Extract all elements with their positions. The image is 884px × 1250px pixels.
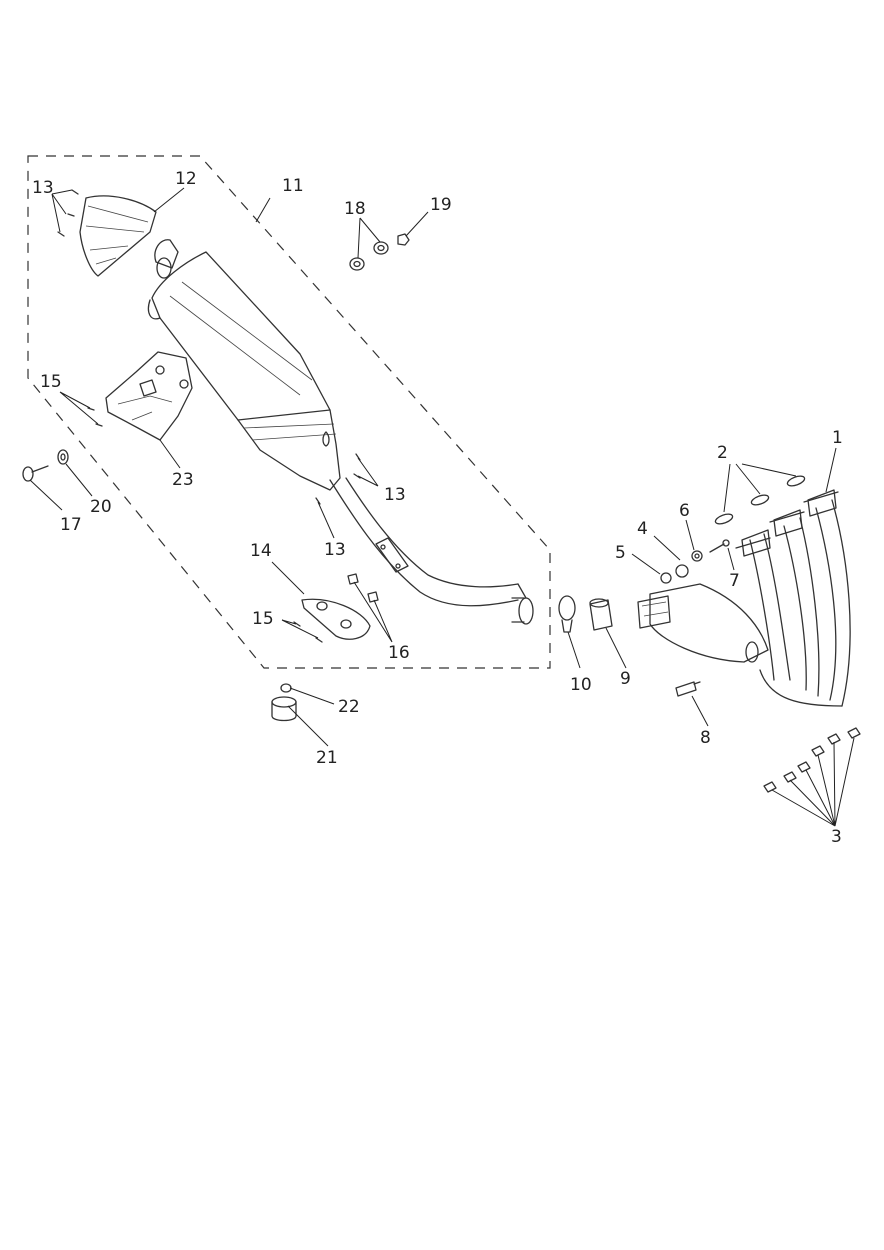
callout-23: 23 — [172, 470, 194, 490]
callout-6: 6 — [679, 501, 690, 521]
washer — [57, 449, 69, 465]
nut — [397, 233, 410, 246]
callout-12: 12 — [175, 169, 197, 189]
spring-clip — [280, 683, 292, 693]
leader-lines — [29, 187, 855, 827]
callout-14: 14 — [250, 541, 272, 561]
callout-9: 9 — [620, 669, 631, 689]
callout-3: 3 — [831, 827, 842, 847]
assembly-boundary — [27, 155, 551, 669]
callout-13-right: 13 — [384, 485, 406, 505]
callout-2: 2 — [717, 443, 728, 463]
callout-16: 16 — [388, 643, 410, 663]
callout-15-upper: 15 — [40, 372, 62, 392]
lambda-sensor — [675, 681, 701, 697]
callout-7: 7 — [729, 571, 740, 591]
clamp — [558, 595, 576, 633]
callout-18: 18 — [344, 199, 366, 219]
callout-19: 19 — [430, 195, 452, 215]
callout-20: 20 — [90, 497, 112, 517]
header-nuts — [763, 727, 861, 793]
callout-10: 10 — [570, 675, 592, 695]
silencer — [147, 239, 534, 625]
callout-4: 4 — [637, 519, 648, 539]
header-pipes — [637, 489, 851, 707]
callout-13-lower: 13 — [324, 540, 346, 560]
grommet — [271, 696, 297, 722]
callout-1: 1 — [832, 428, 843, 448]
callout-21: 21 — [316, 748, 338, 768]
clips — [347, 573, 379, 603]
callout-8: 8 — [700, 728, 711, 748]
callout-15-lower: 15 — [252, 609, 274, 629]
callout-5: 5 — [615, 543, 626, 563]
end-cap — [79, 195, 157, 277]
screws — [57, 189, 361, 643]
gaskets — [714, 475, 806, 525]
callout-13-top: 13 — [32, 178, 54, 198]
mounting-hardware — [660, 539, 730, 584]
bolt — [22, 465, 49, 482]
callouts: 1 2 3 4 5 6 7 8 9 10 11 12 13 13 13 14 1… — [32, 169, 843, 847]
callout-11: 11 — [282, 176, 304, 196]
heat-guard — [301, 598, 371, 640]
callout-22: 22 — [338, 697, 360, 717]
silencer-bracket — [105, 351, 193, 441]
callout-17: 17 — [60, 515, 82, 535]
sleeve — [589, 598, 613, 631]
rubber-mounts — [349, 241, 389, 271]
